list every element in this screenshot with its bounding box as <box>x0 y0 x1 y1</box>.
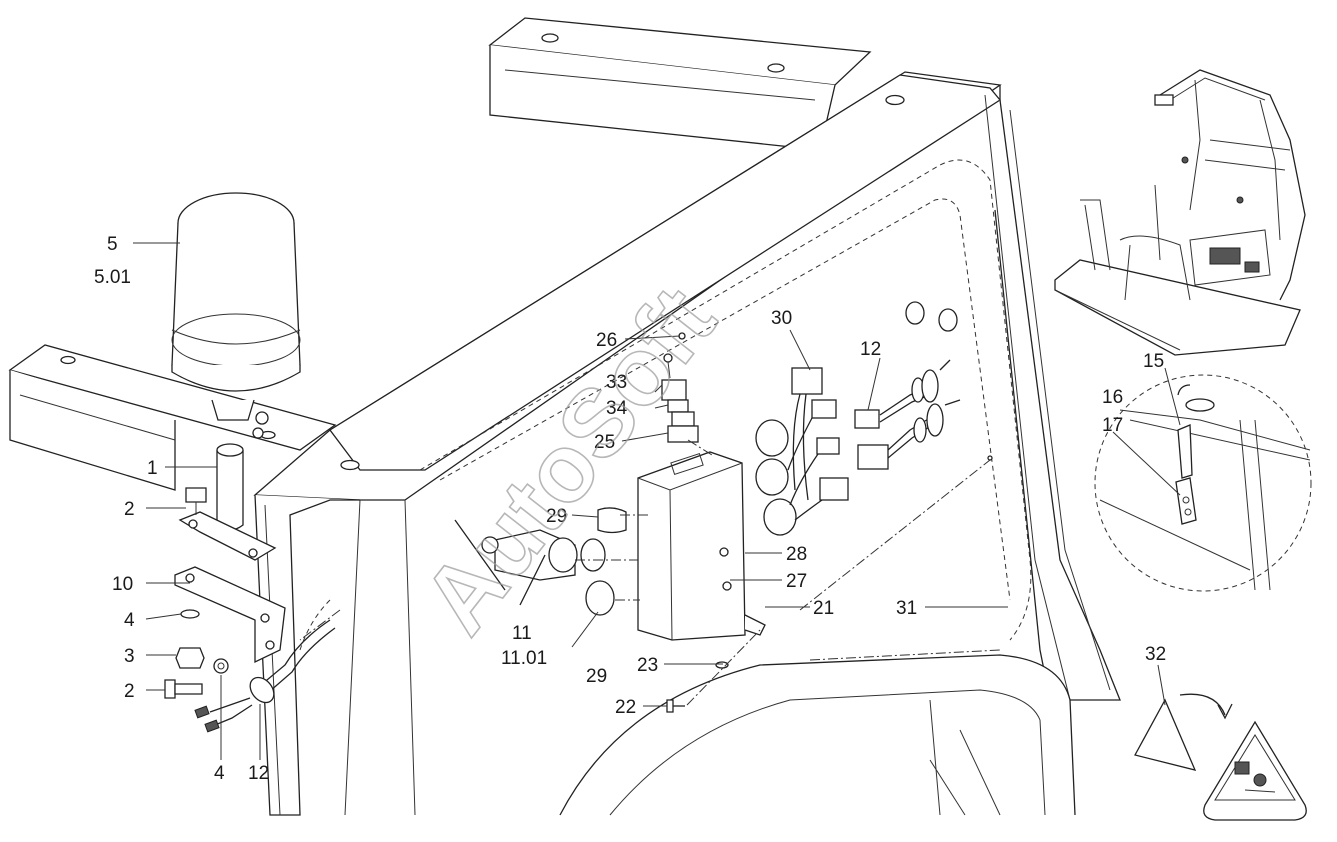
callout-32: 32 <box>1145 644 1166 665</box>
callout-4-lower: 4 <box>214 763 225 784</box>
callout-1: 1 <box>147 458 158 479</box>
callout-5: 5 <box>107 234 118 255</box>
callout-31: 31 <box>896 598 917 619</box>
callout-29-lower: 29 <box>586 666 607 687</box>
callout-15: 15 <box>1143 351 1164 372</box>
callout-12-left: 12 <box>248 763 269 784</box>
callout-2-lower: 2 <box>124 681 135 702</box>
callout-29-upper: 29 <box>546 506 567 527</box>
leader-lines <box>133 242 1181 760</box>
callout-28: 28 <box>786 544 807 565</box>
roof-member-left <box>8 344 337 491</box>
beacon-cable-right <box>799 359 993 611</box>
bracket-post <box>164 443 341 733</box>
callout-2-upper: 2 <box>124 499 135 520</box>
callout-11: 11 <box>512 623 532 644</box>
overview-inset <box>1054 69 1306 356</box>
callout-21: 21 <box>813 598 834 619</box>
callout-4-upper: 4 <box>124 610 135 631</box>
callout-10: 10 <box>112 574 133 595</box>
callout-34: 34 <box>606 398 628 419</box>
beacon-lamp <box>171 192 301 439</box>
callout-3: 3 <box>124 646 135 667</box>
switch-box <box>637 451 766 641</box>
wire-harness <box>755 367 849 536</box>
callout-23: 23 <box>637 655 658 676</box>
callout-17: 17 <box>1102 415 1123 436</box>
callout-25: 25 <box>594 432 615 453</box>
relay-group <box>661 332 713 456</box>
callout-16: 16 <box>1102 387 1123 408</box>
detail-circle <box>1094 374 1312 592</box>
callout-12-right: 12 <box>860 339 881 360</box>
callout-33: 33 <box>606 372 627 393</box>
callout-11-01: 11.01 <box>501 648 547 669</box>
callout-26: 26 <box>596 330 617 351</box>
callout-27: 27 <box>786 571 807 592</box>
callout-labels: 5 5.01 1 2 10 4 3 2 4 12 11 11.01 29 29 … <box>94 234 1166 784</box>
callout-30: 30 <box>771 308 792 329</box>
cab-frame <box>253 17 1121 816</box>
switch-and-plugs <box>454 507 648 616</box>
callout-22: 22 <box>615 697 636 718</box>
warning-sticker <box>1134 693 1307 821</box>
callout-5-01: 5.01 <box>94 267 131 288</box>
